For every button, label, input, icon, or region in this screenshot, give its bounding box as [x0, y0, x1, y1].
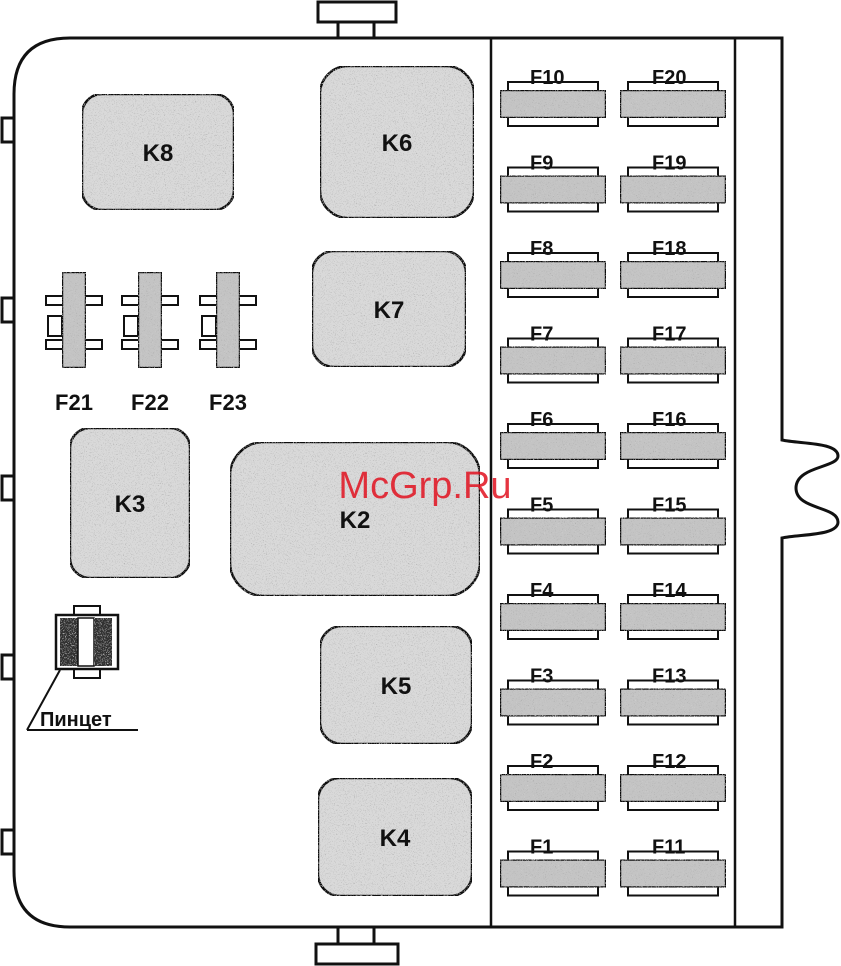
- spare-fuse-label: F22: [131, 390, 169, 415]
- relay-label: K7: [374, 297, 405, 324]
- relay-k6: K6: [320, 66, 474, 218]
- fuse-label-left: F7: [530, 324, 553, 346]
- fuse-label-right: F13: [652, 666, 686, 688]
- watermark: McGrp.Ru: [338, 465, 511, 507]
- fuse-label-left: F3: [530, 666, 553, 688]
- relay-label: K6: [382, 130, 413, 157]
- tweezers-label: Пинцет: [40, 709, 112, 731]
- relay-label: K5: [381, 673, 412, 700]
- fuse-label-right: F17: [652, 324, 686, 346]
- fuse-label-right: F20: [652, 67, 686, 89]
- fuse-label-left: F10: [530, 67, 564, 89]
- relay-k8: K8: [82, 94, 234, 210]
- fuse-label-right: F15: [652, 495, 686, 517]
- fuse-label-left: F5: [530, 495, 553, 517]
- fuse-label-right: F19: [652, 153, 686, 175]
- fuse-label-left: F4: [530, 580, 554, 602]
- relay-k3: K3: [70, 428, 190, 578]
- fuse-label-right: F11: [652, 837, 685, 859]
- fuse-label-left: F8: [530, 238, 553, 260]
- spare-fuse-label: F23: [209, 390, 247, 415]
- fuse-label-right: F18: [652, 238, 686, 260]
- fuse-label-left: F1: [530, 837, 553, 859]
- fuse-label-left: F9: [530, 153, 553, 175]
- fuse-label-right: F12: [652, 751, 686, 773]
- relay-k4: K4: [318, 778, 472, 896]
- fuse-label-left: F2: [530, 751, 553, 773]
- top-latch: [318, 2, 396, 38]
- relay-k7: K7: [312, 251, 466, 367]
- relay-k5: K5: [320, 626, 472, 744]
- bottom-latch: [316, 926, 398, 964]
- fuse-label-right: F16: [652, 409, 686, 431]
- relay-label: K8: [143, 140, 174, 167]
- fuse-label-left: F6: [530, 409, 553, 431]
- relay-label: K2: [340, 507, 371, 534]
- tweezers: [56, 606, 118, 678]
- left-mounting-tabs: [2, 118, 14, 854]
- relay-label: K3: [115, 491, 146, 518]
- spare-fuse-label: F21: [55, 390, 93, 415]
- fuse-label-right: F14: [652, 580, 687, 602]
- relay-label: K4: [380, 825, 411, 852]
